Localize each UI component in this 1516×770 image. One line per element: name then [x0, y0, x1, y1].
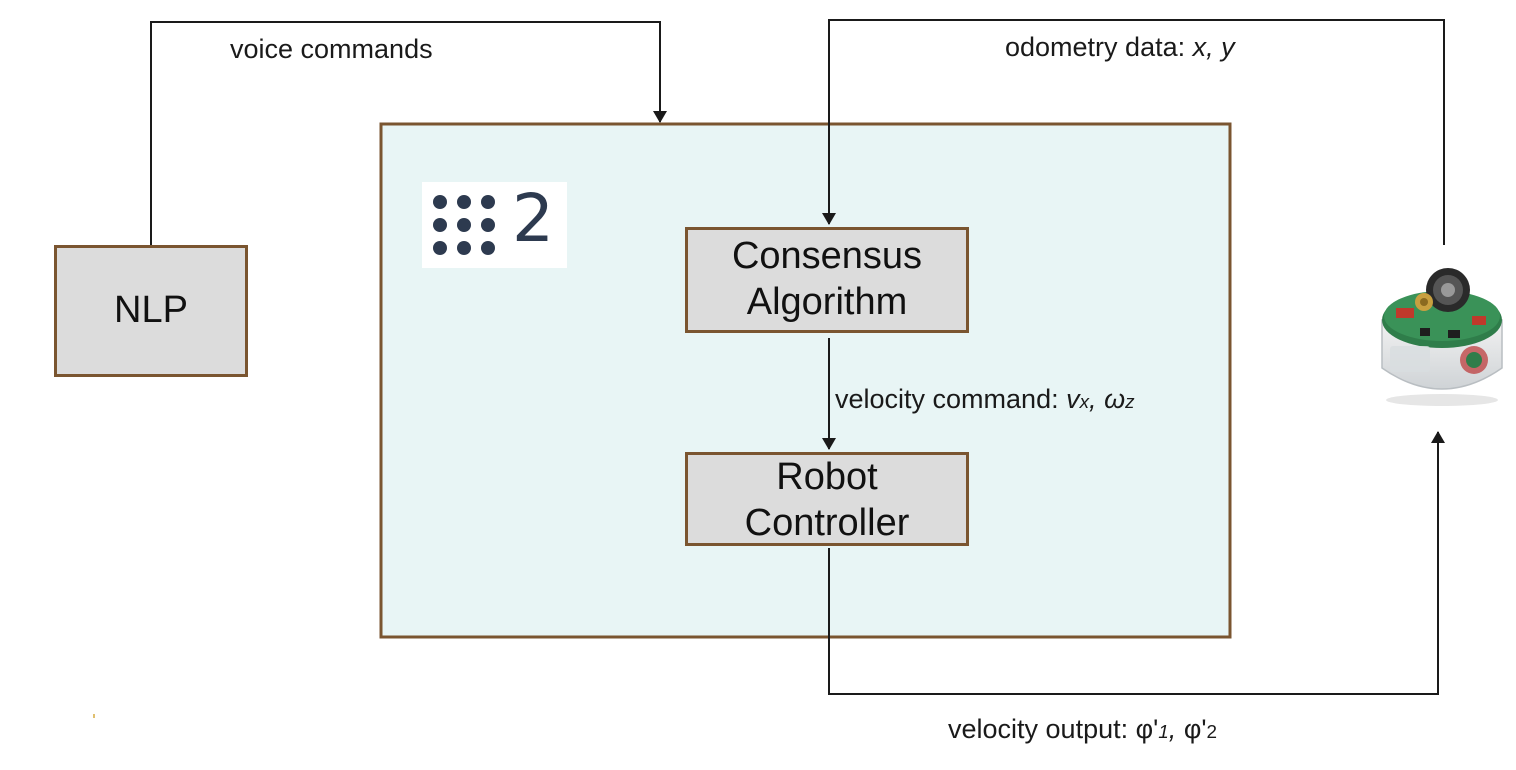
velocity-command-label: velocity command: vx, ωz: [835, 384, 1135, 414]
controller-label-line2: Controller: [744, 501, 910, 544]
nlp-node: NLP: [54, 245, 248, 377]
voice-commands-label: voice commands: [230, 34, 433, 64]
velocity-output-label: velocity output: φ'1, φ'2: [948, 714, 1217, 744]
consensus-label-line2: Algorithm: [746, 281, 908, 323]
stray-mark: [93, 714, 95, 718]
consensus-algorithm-node: Consensus Algorithm: [685, 227, 969, 333]
consensus-label-line1: Consensus: [731, 235, 923, 278]
voice-commands-arrow: [150, 21, 667, 245]
e-puck-robot-icon: [1381, 268, 1503, 406]
robot-controller-node: Robot Controller: [685, 452, 969, 546]
controller-label-line1: Robot: [776, 456, 878, 498]
ros-version-digit: 2: [512, 180, 554, 257]
nlp-label: NLP: [114, 289, 188, 332]
ros2-logo-icon: 2: [422, 182, 567, 268]
velocity-output-arrow: [828, 431, 1445, 695]
ros-dots-icon: [433, 195, 495, 255]
odometry-label: odometry data: x, y: [1005, 32, 1235, 62]
odometry-arrow: [822, 19, 1445, 245]
